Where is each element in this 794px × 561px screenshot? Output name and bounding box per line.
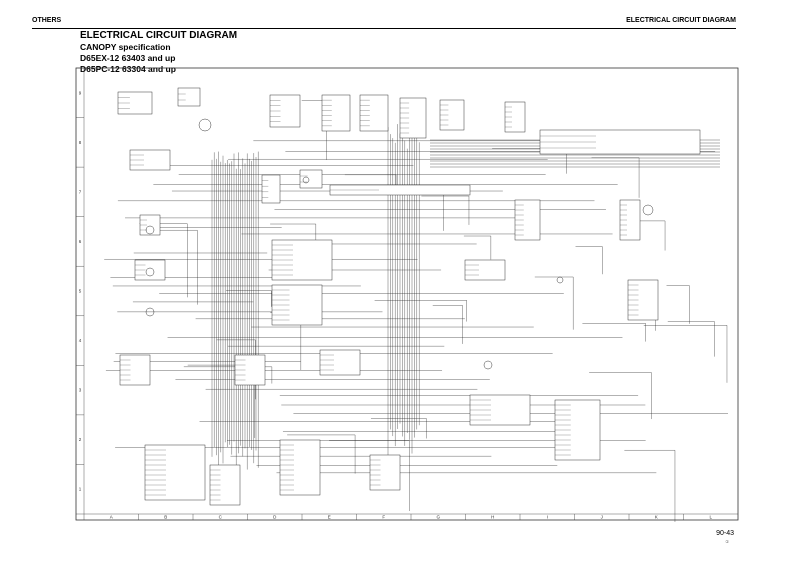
wire	[589, 372, 652, 420]
grid-col-label: G	[436, 515, 440, 520]
grid-col-label: A	[110, 515, 113, 520]
page-number: 90-43	[716, 530, 734, 537]
diagram-titles: ELECTRICAL CIRCUIT DIAGRAM CANOPY specif…	[80, 30, 237, 75]
grid-col-label: I	[547, 515, 548, 520]
grid-col-label: F	[382, 515, 385, 520]
wire	[667, 321, 715, 357]
component-symbols	[117, 87, 701, 506]
component-lamp	[145, 307, 155, 317]
component-box	[321, 94, 351, 132]
grid-row-label: 6	[79, 239, 82, 244]
grid-col-label: K	[655, 515, 658, 520]
component-box	[359, 94, 389, 132]
component-box	[261, 174, 281, 204]
wire	[643, 325, 728, 383]
component-box	[369, 454, 401, 491]
grid-col-label: B	[164, 515, 167, 520]
component-box	[177, 87, 201, 107]
grid-col-label: J	[601, 515, 603, 520]
diagram-subtitle-1: CANOPY specification	[80, 42, 171, 52]
component-lamp	[483, 360, 493, 370]
component-box	[279, 439, 321, 496]
page-sub-marker: ①	[725, 539, 729, 544]
wire	[287, 434, 356, 474]
frame-border	[75, 67, 739, 521]
section-label: OTHERS	[32, 17, 62, 24]
grid-col-label: D	[273, 515, 277, 520]
wire	[421, 195, 470, 225]
page-header: OTHERS ELECTRICAL CIRCUIT DIAGRAM	[32, 14, 736, 29]
component-lamp	[145, 267, 155, 277]
grid-col-label: E	[328, 515, 331, 520]
component-lamp	[198, 118, 212, 132]
wire	[591, 157, 640, 198]
component-lamp	[556, 276, 564, 284]
grid-row-label: 1	[79, 487, 82, 492]
wire	[575, 246, 603, 275]
component-box	[299, 169, 323, 189]
grid-col-label: H	[491, 515, 494, 520]
wire	[463, 235, 492, 260]
diagram-main-title: ELECTRICAL CIRCUIT DIAGRAM	[80, 30, 238, 41]
grid-column-labels: A B C D E F G H I J K L	[110, 514, 712, 520]
grid-row-label: 5	[79, 289, 82, 294]
wire	[370, 418, 427, 439]
diagram-subtitle-2: D65EX-12 63403 and up	[80, 53, 176, 63]
wire	[624, 450, 676, 522]
wire	[329, 440, 410, 511]
diagram-frame	[75, 67, 739, 521]
wire	[226, 290, 272, 307]
component-box	[319, 349, 361, 376]
grid-row-label: 3	[79, 388, 82, 393]
grid-row-label: 2	[79, 437, 82, 442]
wire	[534, 276, 574, 330]
wire	[432, 305, 463, 344]
wire	[183, 366, 273, 384]
component-lamp	[642, 204, 654, 216]
grid-row-label: 4	[79, 338, 82, 343]
component-lamp	[145, 225, 155, 235]
wire	[666, 285, 690, 324]
component-lamp	[302, 176, 310, 184]
grid-row-label: 9	[79, 90, 82, 95]
grid-row-label: 8	[79, 140, 82, 145]
wire	[374, 300, 467, 322]
grid-col-label: L	[709, 515, 712, 520]
document-title: ELECTRICAL CIRCUIT DIAGRAM	[626, 17, 736, 24]
diagram-subtitle-3: D65PC-12 63304 and up	[80, 64, 176, 74]
grid-row-labels: 9 8 7 6 5 4 3 2 1	[76, 90, 84, 492]
component-box	[144, 444, 206, 501]
grid-row-label: 7	[79, 189, 82, 194]
wire	[582, 323, 646, 342]
grid-col-label: C	[219, 515, 223, 520]
